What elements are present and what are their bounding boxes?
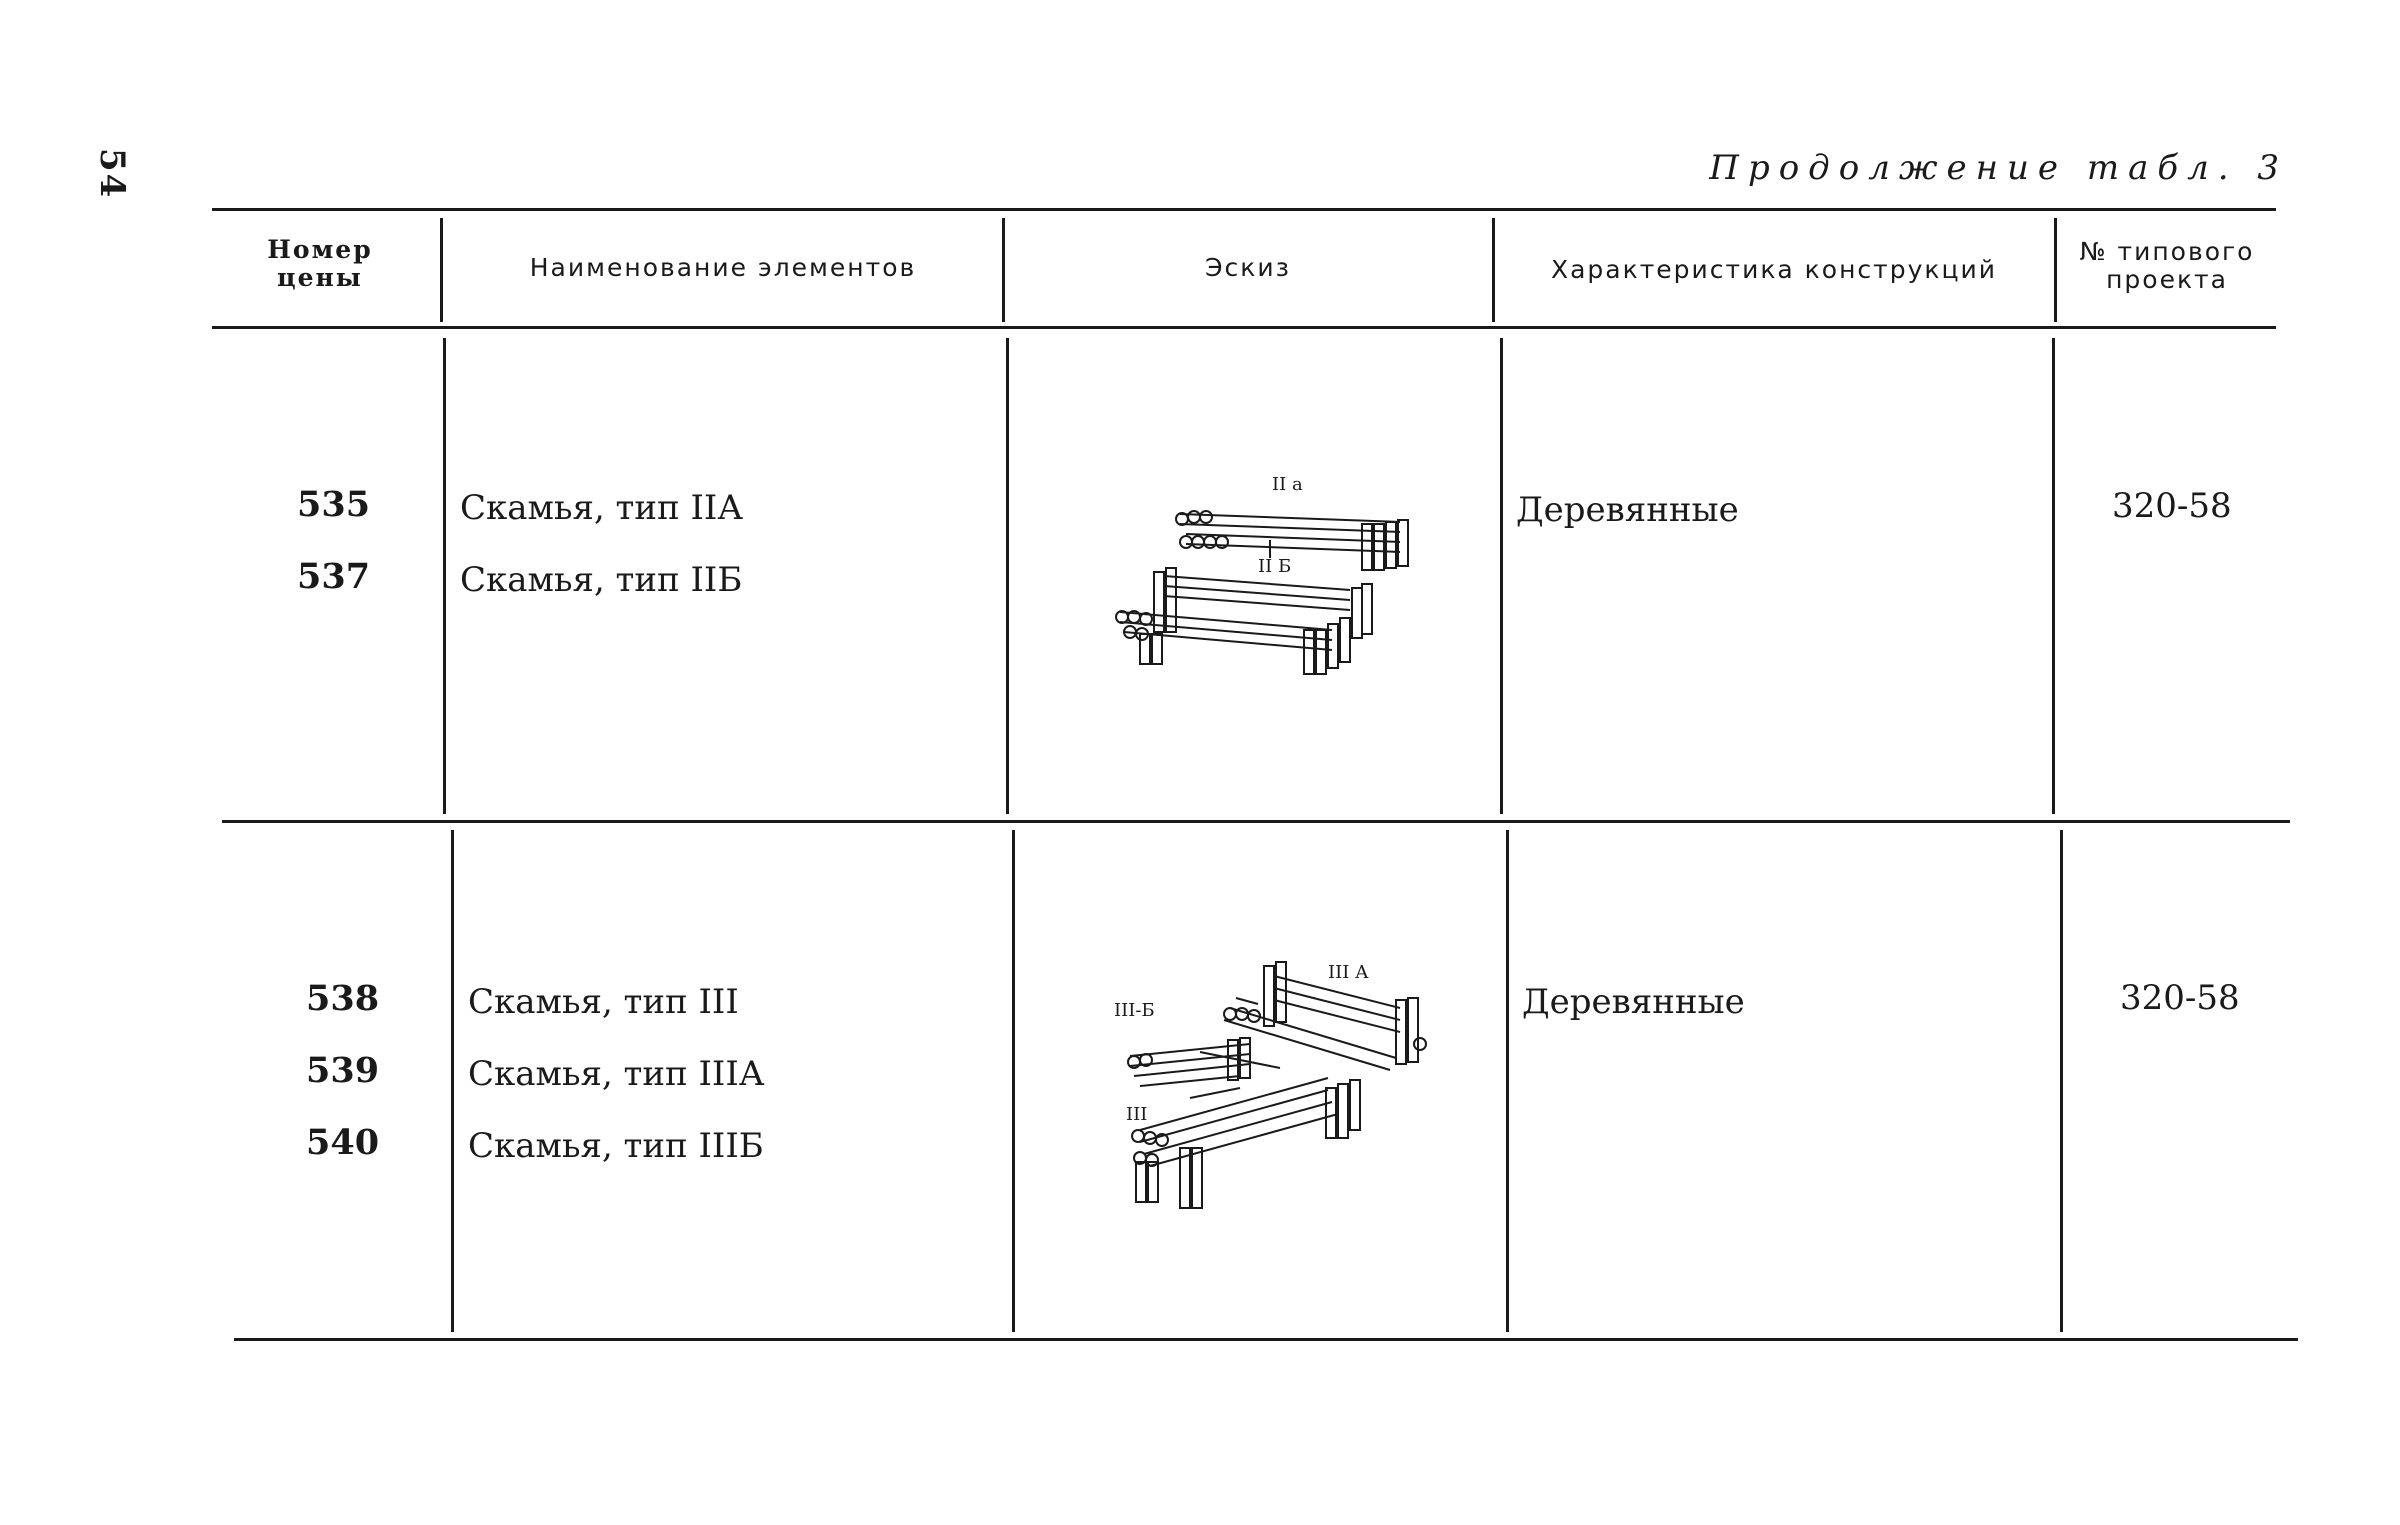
row2-number-1: 538: [306, 978, 380, 1019]
header-col-sep-1: [440, 218, 443, 322]
header-sketch: Эскиз: [1205, 253, 1291, 282]
table-caption: Продолжение табл. 3: [1709, 148, 2288, 188]
header-characteristics: Характеристика конструкций: [1550, 255, 1998, 284]
row2-number-3: 540: [306, 1122, 380, 1163]
page-number: 54: [92, 148, 132, 200]
row1-characteristics: Деревянные: [1516, 490, 1739, 530]
bench-iia-drawing: [1175, 510, 1409, 571]
bench-iib-drawing: [1115, 567, 1373, 675]
row1-project: 320-58: [2112, 486, 2232, 526]
row2-number-2: 539: [306, 1050, 380, 1091]
row1-bench-sketch: II а II Б: [1100, 462, 1440, 692]
bench-iiia-drawing: [1223, 961, 1427, 1071]
row1-col-sep-2: [1006, 338, 1009, 814]
sketch-label-iib: II Б: [1258, 556, 1291, 577]
row2-bench-sketch: III А III-Б III: [1100, 948, 1470, 1228]
table-top-rule: [212, 208, 2276, 211]
row2-name-1: Скамья, тип III: [468, 982, 739, 1022]
row1-number-1: 535: [297, 484, 371, 525]
row2-col-sep-4: [2060, 830, 2063, 1332]
row2-col-sep-3: [1506, 830, 1509, 1332]
header-project-number: № типового проекта: [2079, 237, 2255, 294]
row2-col-sep-2: [1012, 830, 1015, 1332]
row1-col-sep-4: [2052, 338, 2055, 814]
row1-name-2: Скамья, тип IIБ: [460, 560, 743, 600]
table-bottom-rule: [234, 1338, 2298, 1341]
sketch-label-iiia: III А: [1328, 962, 1369, 983]
row1-col-sep-1: [443, 338, 446, 814]
row1-col-sep-3: [1500, 338, 1503, 814]
row2-col-sep-1: [451, 830, 454, 1332]
header-price-number: Номер цены: [267, 235, 373, 292]
row1-name-1: Скамья, тип IIА: [460, 488, 744, 528]
header-col-sep-4: [2054, 218, 2057, 322]
row2-project: 320-58: [2120, 978, 2240, 1018]
sketch-label-iii: III: [1126, 1104, 1147, 1125]
header-col-sep-2: [1002, 218, 1005, 322]
bench-iiib-drawing: [1127, 1037, 1281, 1087]
row2-characteristics: Деревянные: [1522, 982, 1745, 1022]
header-col-sep-3: [1492, 218, 1495, 322]
row1-number-2: 537: [297, 556, 371, 597]
row2-name-3: Скамья, тип IIIБ: [468, 1126, 764, 1166]
sketch-label-iiib: III-Б: [1114, 1000, 1155, 1021]
header-element-name: Наименование элементов: [529, 253, 917, 282]
row-divider-rule: [222, 820, 2290, 823]
sketch-label-iia: II а: [1272, 474, 1303, 495]
header-bottom-rule: [212, 326, 2276, 329]
bench-iii-drawing: [1131, 1077, 1361, 1209]
row2-name-2: Скамья, тип IIIА: [468, 1054, 765, 1094]
